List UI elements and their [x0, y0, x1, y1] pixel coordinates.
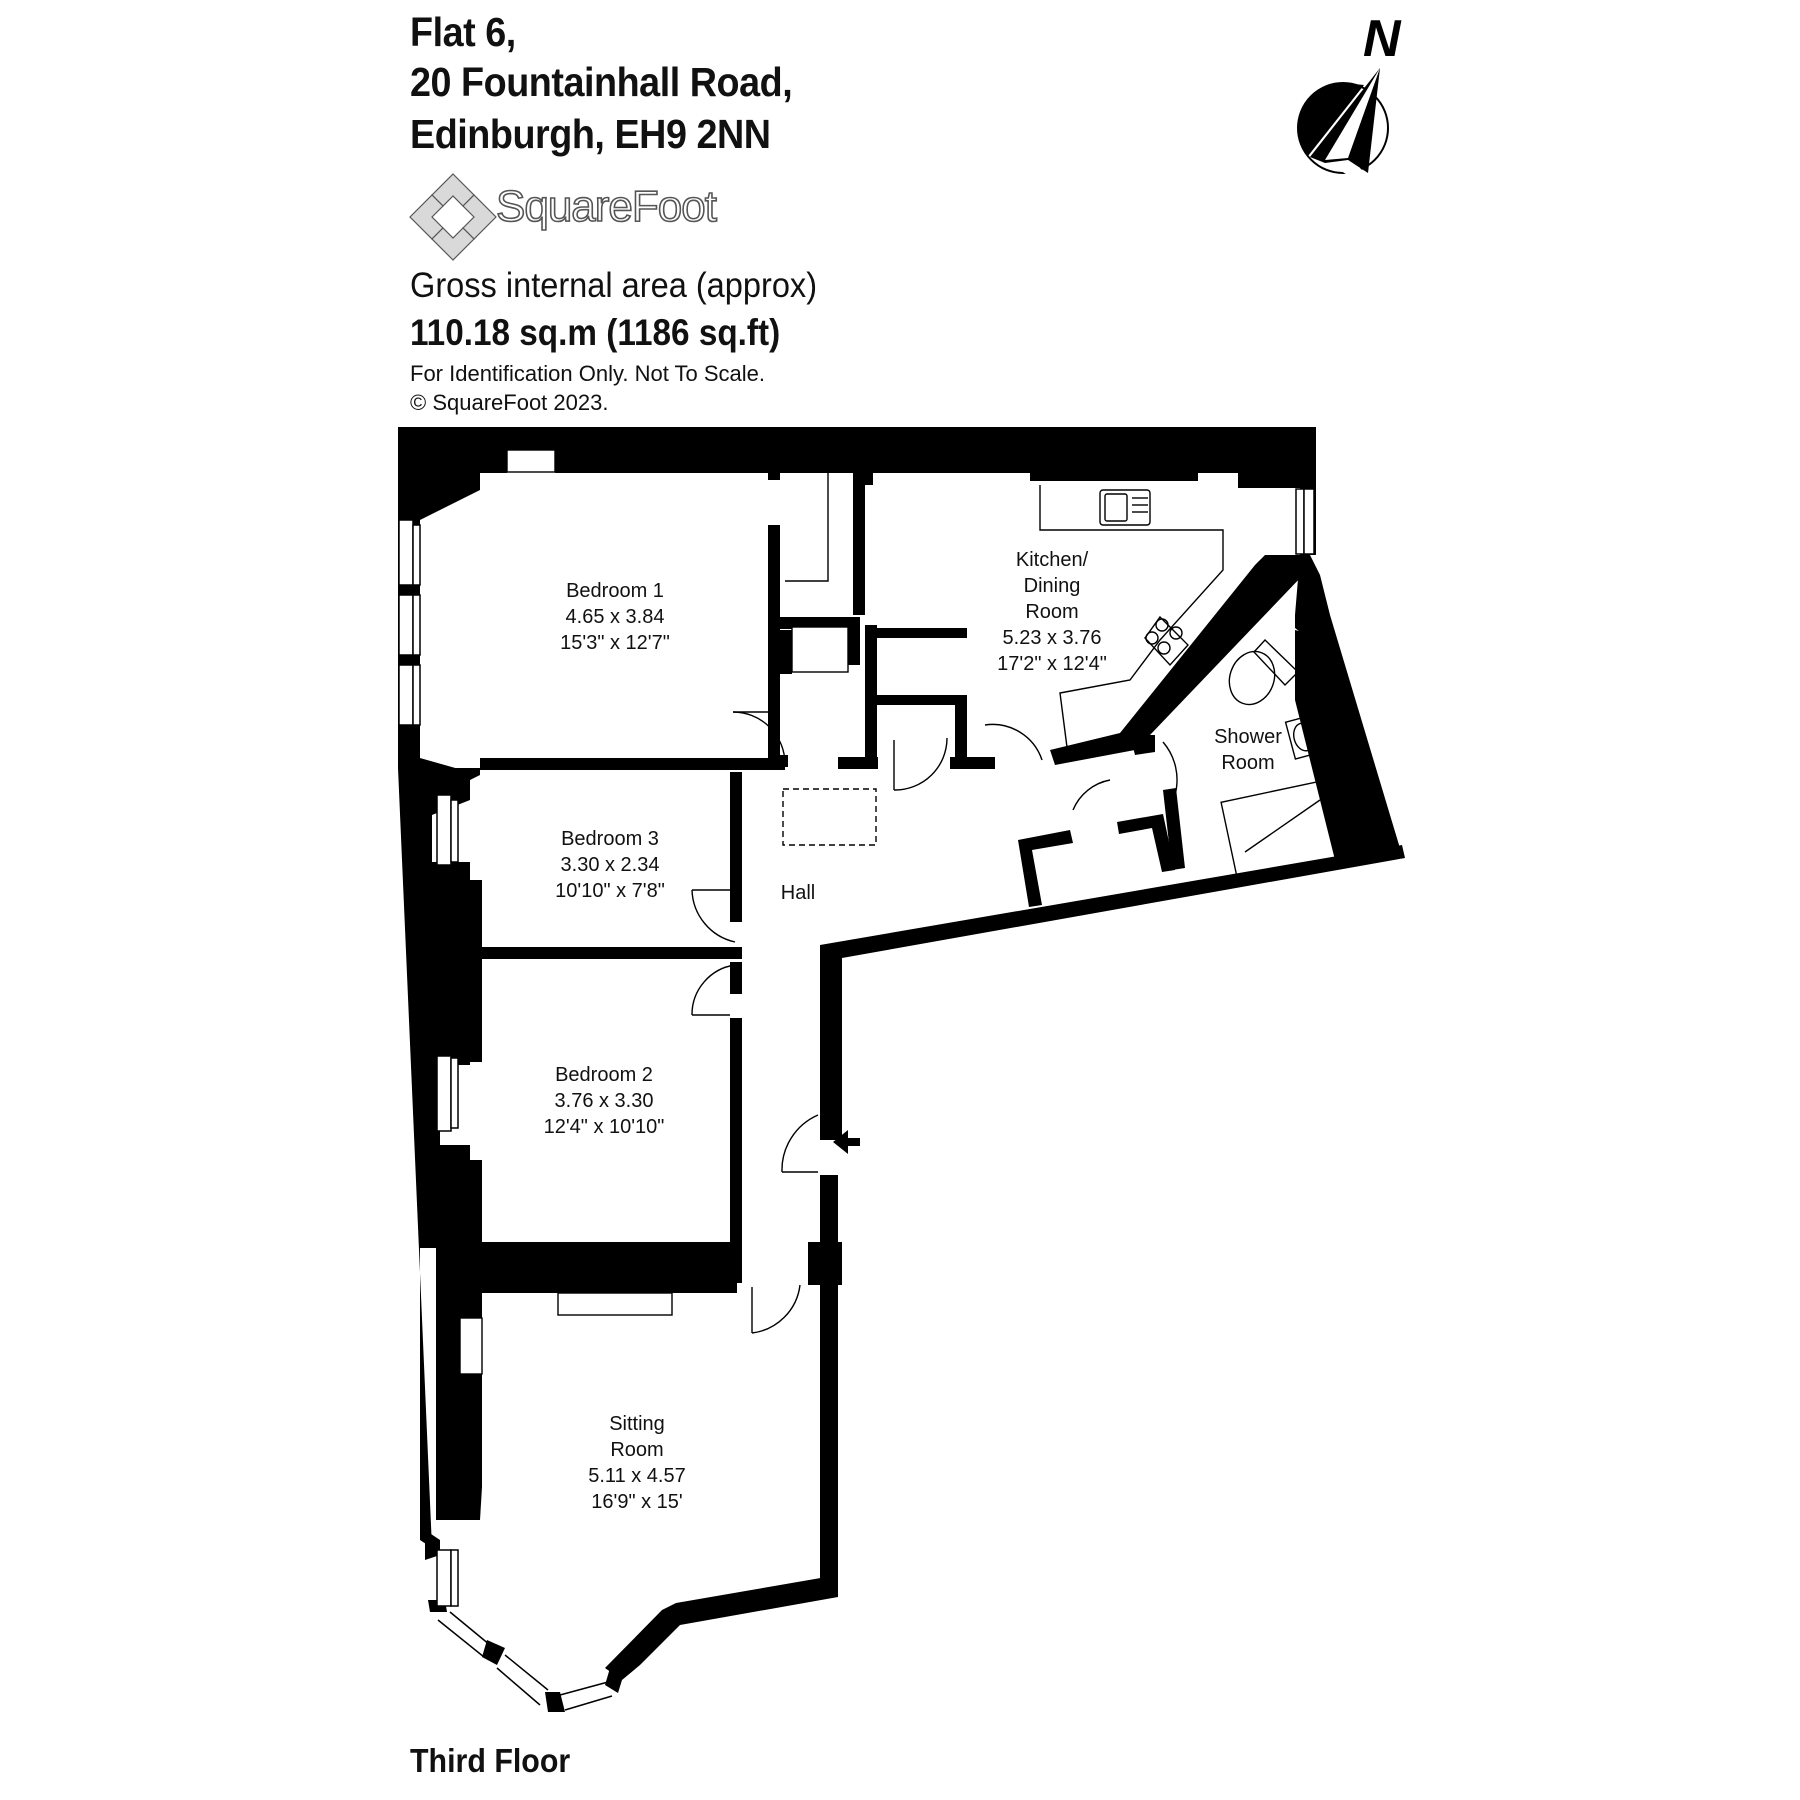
bedroom-2-name: Bedroom 2	[555, 1064, 653, 1086]
bedroom-2-imperial: 12'4" x 10'10"	[544, 1116, 665, 1138]
compass: N	[1280, 0, 1440, 190]
disclaimer-text: For Identification Only. Not To Scale.	[410, 361, 766, 386]
squarefoot-diamond-logo-icon	[409, 173, 497, 261]
kitchen-name-2: Dining	[1024, 575, 1081, 597]
fixtures	[459, 449, 1346, 1375]
sitting-room-metric: 5.11 x 4.57	[588, 1465, 685, 1487]
property-title-line-3: Edinburgh, EH9 2NN	[410, 111, 771, 157]
bedroom-3-imperial: 10'10" x 7'8"	[555, 880, 665, 902]
north-label: N	[1363, 10, 1402, 68]
sitting-room-name: Sitting	[609, 1413, 665, 1435]
north-arrow-icon: N	[1297, 10, 1402, 174]
property-title-line-1: Flat 6,	[410, 9, 516, 55]
squarefoot-logo: SquareFoot	[408, 172, 728, 262]
kitchen-name-3: Room	[1025, 601, 1078, 623]
gross-area-label: Gross internal area (approx)	[410, 266, 818, 305]
sitting-room-name-2: Room	[610, 1439, 663, 1461]
kitchen-metric: 5.23 x 3.76	[1003, 627, 1102, 649]
bedroom-1-name: Bedroom 1	[566, 580, 664, 602]
bedroom-3-name: Bedroom 3	[561, 828, 659, 850]
entrance-arrow-icon	[833, 1130, 860, 1154]
bedroom-1-imperial: 15'3" x 12'7"	[560, 632, 670, 654]
copyright-text: © SquareFoot 2023.	[410, 390, 609, 415]
gross-area-value: 110.18 sq.m (1186 sq.ft)	[410, 312, 781, 353]
bedroom-2-metric: 3.76 x 3.30	[555, 1090, 654, 1112]
hall-name: Hall	[781, 882, 815, 904]
windows	[398, 488, 1315, 1607]
floor-label: Third Floor	[410, 1742, 571, 1779]
kitchen-name: Kitchen/	[1016, 549, 1089, 571]
shower-room-name: Shower	[1214, 726, 1282, 748]
logo-brand-text: SquareFoot	[495, 181, 718, 232]
room-labels: Bedroom 1 4.65 x 3.84 15'3" x 12'7" Kitc…	[544, 549, 1283, 1513]
bedroom-3-metric: 3.30 x 2.34	[561, 854, 660, 876]
bedroom-1-metric: 4.65 x 3.84	[566, 606, 665, 628]
walls	[398, 427, 1405, 1712]
sitting-room-imperial: 16'9" x 15'	[591, 1491, 682, 1513]
property-title-line-2: 20 Fountainhall Road,	[410, 59, 793, 105]
shower-room-name-2: Room	[1221, 752, 1274, 774]
kitchen-imperial: 17'2" x 12'4"	[997, 653, 1107, 675]
